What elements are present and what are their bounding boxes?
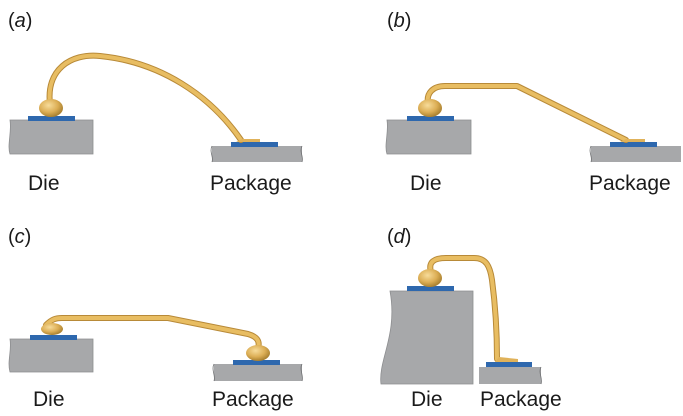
ball-bond <box>418 99 442 117</box>
package-substrate <box>214 364 302 381</box>
bond-wire <box>47 53 243 142</box>
panel-a: (a) Die Package <box>8 10 303 195</box>
package-bond-pad <box>486 362 532 367</box>
ball-bond <box>418 269 442 287</box>
panel-d: (d) Die Package <box>380 226 562 411</box>
package-substrate <box>479 367 541 384</box>
stitch-bond <box>620 139 645 142</box>
package-bond-pad <box>610 142 657 147</box>
bond-wire <box>44 316 261 350</box>
die-label-b: Die <box>410 172 442 195</box>
die-label-a: Die <box>28 172 60 195</box>
die-label-d: Die <box>411 388 443 411</box>
stitch-bond <box>495 357 518 362</box>
die-bond-pad <box>407 116 454 121</box>
ball-bond <box>39 99 63 117</box>
package-substrate <box>212 146 302 162</box>
die-substrate <box>385 119 472 155</box>
panel-b: (b) Die Package <box>385 10 681 195</box>
die-substrate <box>8 338 94 373</box>
panel-label-a: (a) <box>8 10 32 32</box>
package-label-b: Package <box>589 172 671 195</box>
die-bond-pad <box>30 335 77 340</box>
bond-wire <box>428 256 499 361</box>
package-bond-pad <box>231 142 278 147</box>
die-bond-pad <box>407 286 454 291</box>
package-bond-pad <box>233 360 280 365</box>
panel-label-b: (b) <box>387 10 411 32</box>
package-label-d: Package <box>480 388 562 411</box>
die-label-c: Die <box>33 388 65 411</box>
package-substrate <box>591 146 681 162</box>
die-bond-pad <box>28 116 75 121</box>
stitch-bond <box>236 139 260 142</box>
die-substrate <box>8 119 94 155</box>
die-substrate <box>380 290 474 385</box>
panel-c: (c) Die Package <box>8 226 303 411</box>
ball-bond <box>246 345 270 361</box>
panel-label-c: (c) <box>8 226 31 248</box>
stitch-on-ball <box>41 323 63 335</box>
panel-label-d: (d) <box>387 226 411 248</box>
package-label-a: Package <box>210 172 292 195</box>
package-label-c: Package <box>212 388 294 411</box>
